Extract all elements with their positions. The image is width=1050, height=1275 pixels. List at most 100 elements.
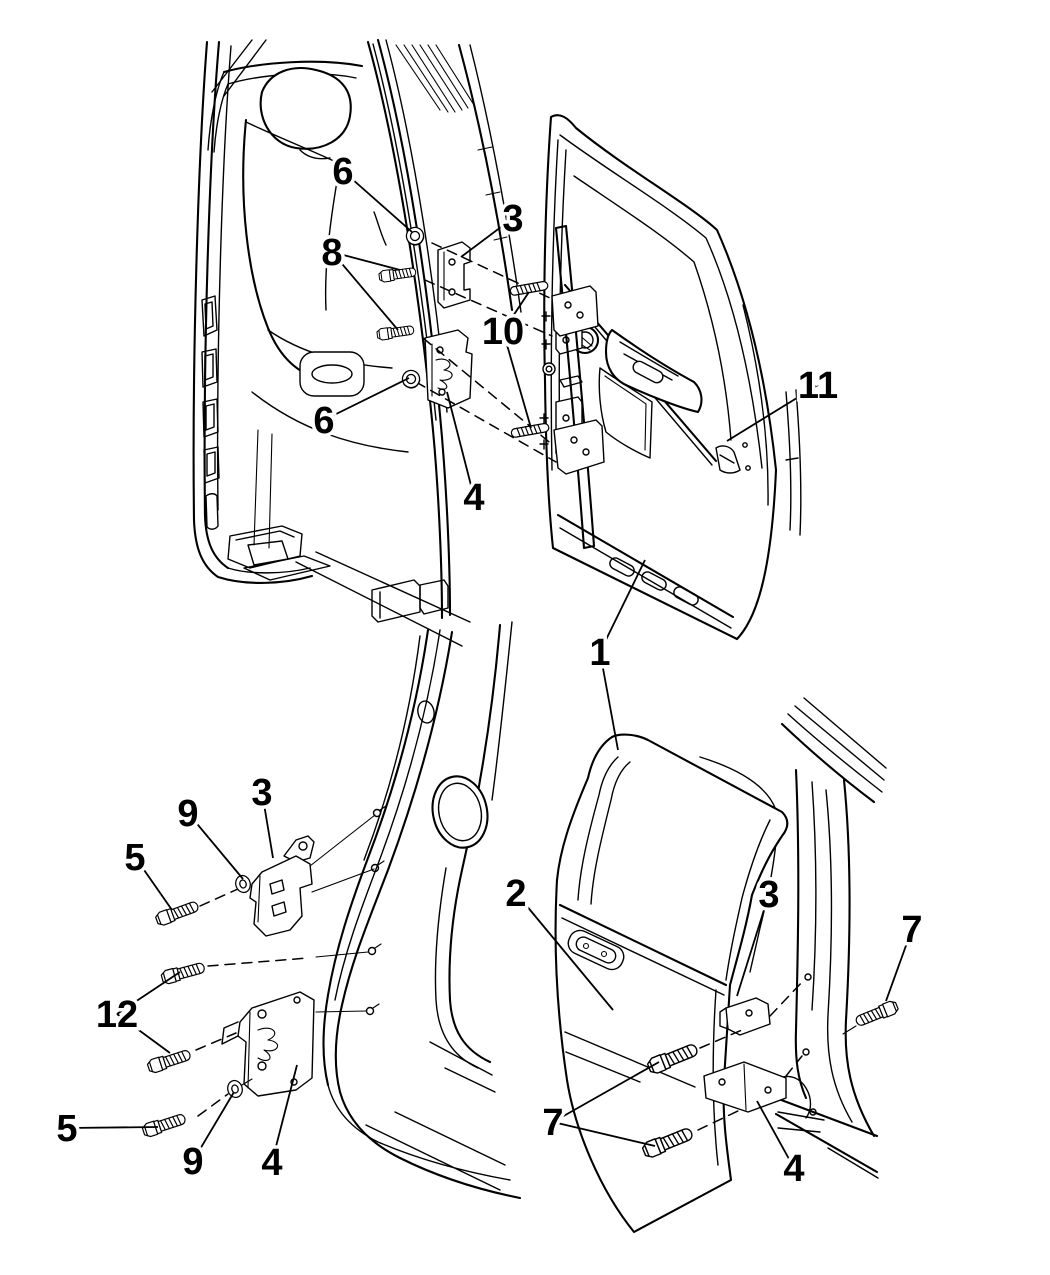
callout-hinge-studs: 10	[478, 291, 532, 429]
leader-line	[66, 1126, 159, 1129]
view-door-outer-line	[802, 1048, 810, 1056]
leader-line	[446, 391, 475, 498]
leader-line	[756, 1100, 795, 1169]
view-cab-interior-line	[243, 555, 331, 581]
leader-line	[116, 971, 181, 1015]
view-pillar-outer-line	[365, 1041, 506, 1191]
view-cab-interior-line	[324, 163, 341, 311]
callout-hinge-washer: 9	[174, 790, 244, 880]
callout-rear-door-shell: 1	[586, 559, 646, 751]
view-cab-interior-line	[245, 121, 341, 165]
view-cab-interior-line	[551, 285, 599, 337]
seat-console	[299, 351, 365, 397]
view-cab-interior-line	[227, 567, 311, 574]
leader-line	[552, 1061, 660, 1123]
callout-label: 4	[261, 1142, 282, 1184]
callout-label: 2	[505, 873, 526, 915]
callout-lower-hinge-door: 4	[756, 1100, 808, 1194]
callout-label: 1	[589, 632, 610, 674]
view-door-outer-line	[794, 697, 887, 781]
view-door-inner-line	[609, 557, 635, 577]
lower-hinge-door	[703, 1061, 787, 1113]
callout-label: 3	[251, 772, 272, 814]
view-pillar-outer-line	[334, 629, 441, 1001]
callout-door-check: 11	[726, 362, 842, 442]
leader-line	[134, 856, 173, 911]
upper-hinge-outer-line	[249, 855, 313, 937]
callout-lower-latch-outer: 4	[258, 1064, 298, 1188]
assembly-axes-outer-line	[197, 1093, 229, 1117]
view-cab-interior-line	[395, 44, 475, 113]
view-door-inner-line	[742, 304, 769, 506]
view-door-outer-line	[575, 936, 617, 964]
assembly-axes-upper-line	[415, 381, 557, 463]
view-cab-interior-line	[582, 448, 590, 456]
view-door-inner-line	[742, 442, 748, 448]
callout-upper-hinge-outer: 3	[248, 769, 276, 859]
view-cab-interior-line	[216, 574, 314, 584]
callout-label: 4	[463, 477, 484, 519]
upper-hinge-outer-line	[298, 841, 308, 851]
leader-line	[271, 1064, 298, 1163]
view-cab-interior-line	[448, 258, 456, 266]
leader-line	[515, 892, 614, 1011]
view-pillar-outer-line	[377, 860, 385, 866]
view-door-outer-line	[725, 819, 771, 981]
callout-latch-screws: 12	[92, 971, 181, 1054]
view-cab-interior-line	[419, 579, 449, 615]
view-door-outer-line	[827, 1147, 879, 1179]
assembly-axes-outer-line	[199, 888, 239, 907]
callout-label: 12	[96, 994, 138, 1036]
view-pillar-outer-line	[379, 805, 387, 811]
callout-upper-hinge-door: 3	[736, 871, 783, 997]
lower-latch-outer-line	[247, 1011, 251, 1089]
callout-label: 9	[177, 793, 198, 835]
upper-hinge-door-line	[745, 1009, 753, 1017]
pull-handle-hole	[632, 360, 664, 384]
callout-label: 4	[783, 1148, 804, 1190]
view-cab-interior-line	[469, 44, 522, 313]
view-pillar-outer-line	[437, 782, 483, 842]
assembly-axes-outer-line	[241, 1078, 253, 1086]
callout-upper-hinge-nut: 6	[329, 148, 413, 233]
view-door-outer-line	[787, 713, 883, 793]
lower-hinge-bolt-out-bolt-icon	[140, 1111, 188, 1139]
view-cab-interior-line	[576, 311, 584, 319]
callout-hinge-bolt: 5	[121, 834, 173, 911]
view-door-inner-line	[604, 375, 647, 451]
view-cab-interior-line	[295, 551, 471, 647]
upper-hinge-bolt-out-bolt-icon	[153, 898, 201, 928]
leader-line	[331, 251, 399, 331]
leader-line	[342, 170, 413, 233]
door-plate-nut-nutsmall-icon	[542, 362, 556, 376]
callout-body-hinge-bolt: 7	[885, 906, 926, 1002]
leader-line	[552, 1121, 656, 1147]
view-pillar-outer-line	[327, 1084, 511, 1181]
callout-label: 5	[56, 1108, 77, 1150]
lower-hinge-nut-nut-icon	[399, 367, 423, 391]
callout-hinge-bolt-lower: 5	[53, 1105, 159, 1154]
upper-hinge-door	[719, 997, 771, 1036]
leader-line	[726, 384, 819, 442]
upper-hinge	[437, 241, 471, 309]
view-cab-interior-line	[222, 60, 364, 74]
view-pillar-outer-line	[491, 621, 513, 801]
jamb-seal-holes	[201, 295, 220, 530]
view-cab-interior-line	[564, 301, 572, 309]
view-door-outer-line	[600, 950, 608, 958]
view-door-inner-line	[559, 134, 763, 469]
view-cab-interior-line	[192, 40, 220, 579]
callout-label: 6	[313, 400, 334, 442]
view-cab-interior	[192, 38, 605, 647]
view-pillar-outer-line	[365, 1006, 375, 1016]
view-door-outer-line	[825, 789, 853, 1123]
view-door-outer-line	[577, 756, 619, 901]
lower-latch-outer-line	[293, 996, 301, 1004]
view-cab-interior-line	[435, 358, 453, 390]
view-door-outer-line	[590, 761, 631, 905]
view-pillar-outer-line	[372, 808, 382, 818]
view-pillar-outer-line	[374, 943, 382, 949]
leader-line	[331, 251, 401, 271]
